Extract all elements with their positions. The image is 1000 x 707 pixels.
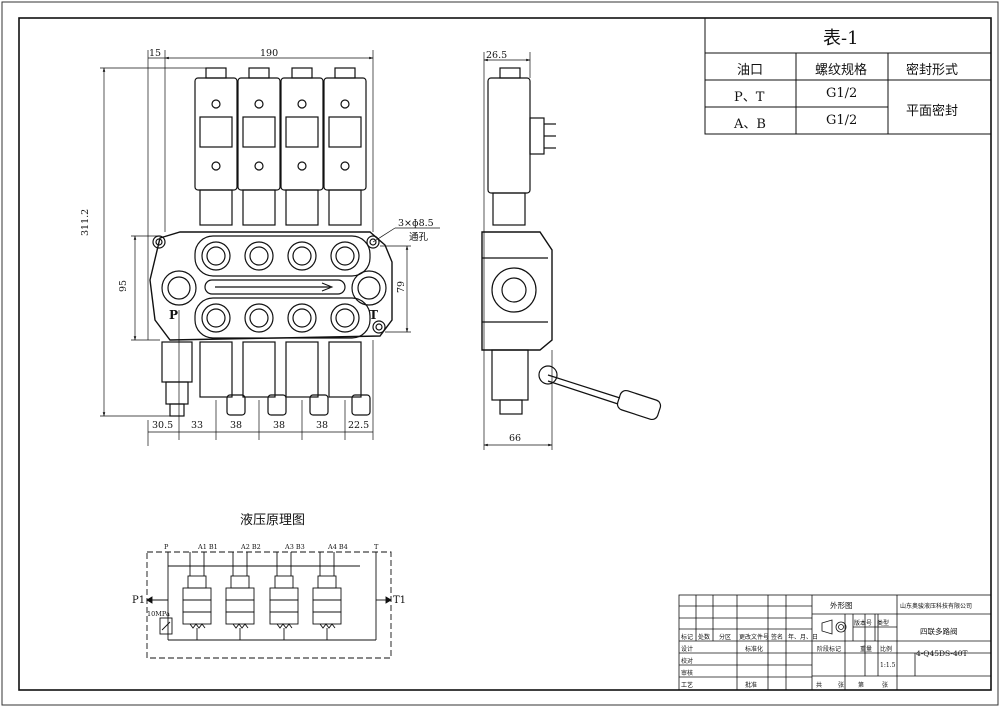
dim-bottom-0: 30.5 — [152, 420, 174, 431]
dim-26-5: 26.5 — [486, 50, 508, 61]
valve-body-outline — [149, 231, 393, 341]
tb-type: 类型 — [877, 620, 890, 627]
hole-note: 3×ɸ8.5 — [398, 218, 434, 229]
side-view — [481, 67, 662, 421]
solenoid-coils — [194, 67, 367, 226]
schem-port-a3b3: A3 B3 — [285, 543, 305, 551]
dim-bottom-5: 22.5 — [348, 420, 370, 431]
tb-ratio: 比例 — [880, 646, 893, 653]
header-port: 油口 — [737, 63, 764, 78]
tb-product: 四联多路阀 — [920, 627, 958, 636]
schem-relief: 10MPa — [147, 610, 170, 618]
tb-model: 4-Q45DS-40T — [916, 649, 968, 658]
tb-zone: 分区 — [719, 634, 732, 641]
tb-scale: 1:1.5 — [880, 662, 896, 669]
header-thread: 螺纹规格 — [815, 63, 868, 78]
side-view-dimensions — [483, 52, 553, 450]
tb-company: 山东奥骏液压科技有限公司 — [900, 603, 973, 610]
dim-79: 79 — [396, 280, 407, 293]
tb-count: 处数 — [698, 634, 711, 641]
port-p-label: P — [169, 308, 179, 322]
schem-port-a2b2: A2 B2 — [241, 543, 261, 551]
schem-t1: T1 — [393, 595, 407, 606]
dim-95: 95 — [118, 279, 129, 292]
tb-page-sheet: 张 — [882, 682, 889, 689]
tb-change-doc: 更改文件号 — [739, 634, 770, 641]
dim-bottom-1: 33 — [191, 420, 204, 431]
dim-190: 190 — [260, 48, 279, 59]
tb-mark: 标记 — [681, 634, 694, 641]
tb-outline: 外形图 — [830, 601, 853, 610]
inner-border — [18, 17, 992, 691]
seal-type: 平面密封 — [906, 104, 959, 119]
row-port-pt: P、T — [734, 90, 765, 105]
hydraulic-schematic — [146, 551, 392, 659]
header-seal: 密封形式 — [906, 63, 959, 78]
tb-check: 校对 — [681, 658, 694, 665]
hole-note-through: 通孔 — [409, 232, 429, 243]
port-table-grid — [704, 17, 992, 135]
tb-process: 工艺 — [681, 682, 694, 689]
row-thread-ab: G1/2 — [826, 113, 858, 128]
row-port-ab: A、B — [734, 117, 766, 132]
tb-weight: 重量 — [860, 646, 873, 653]
tb-review: 审核 — [681, 670, 694, 677]
dim-15: 15 — [149, 48, 162, 59]
tb-version: 版本号 — [854, 620, 873, 627]
schem-port-a4b4: A4 B4 — [328, 543, 348, 551]
port-t-label: T — [369, 308, 378, 322]
tb-date: 年、月、日 — [788, 634, 819, 641]
tb-standard: 标准化 — [745, 646, 764, 653]
tb-stage-mark: 阶段标记 — [817, 646, 842, 653]
front-view-dimensions — [100, 50, 440, 446]
front-view — [149, 67, 393, 417]
schem-port-a1b1: A1 B1 — [198, 543, 218, 551]
row-thread-pt: G1/2 — [826, 86, 858, 101]
title-block-grid — [678, 594, 992, 691]
tb-sign: 签名 — [771, 634, 784, 641]
dim-bottom-2: 38 — [230, 420, 243, 431]
tb-approve: 批准 — [745, 682, 758, 689]
schem-port-p: P — [164, 543, 169, 551]
dim-bottom-4: 38 — [316, 420, 329, 431]
dim-66: 66 — [509, 433, 522, 444]
tb-page: 第 — [858, 682, 865, 689]
table-title: 表-1 — [823, 28, 859, 49]
dim-311: 311.2 — [80, 208, 91, 236]
schematic-title: 液压原理图 — [240, 513, 306, 528]
dim-bottom-3: 38 — [273, 420, 286, 431]
tb-total: 共 — [816, 682, 823, 689]
schem-port-t: T — [374, 543, 379, 551]
tb-sheet: 张 — [838, 682, 845, 689]
schem-p1: P1 — [132, 595, 146, 606]
tb-design: 设计 — [681, 646, 694, 653]
